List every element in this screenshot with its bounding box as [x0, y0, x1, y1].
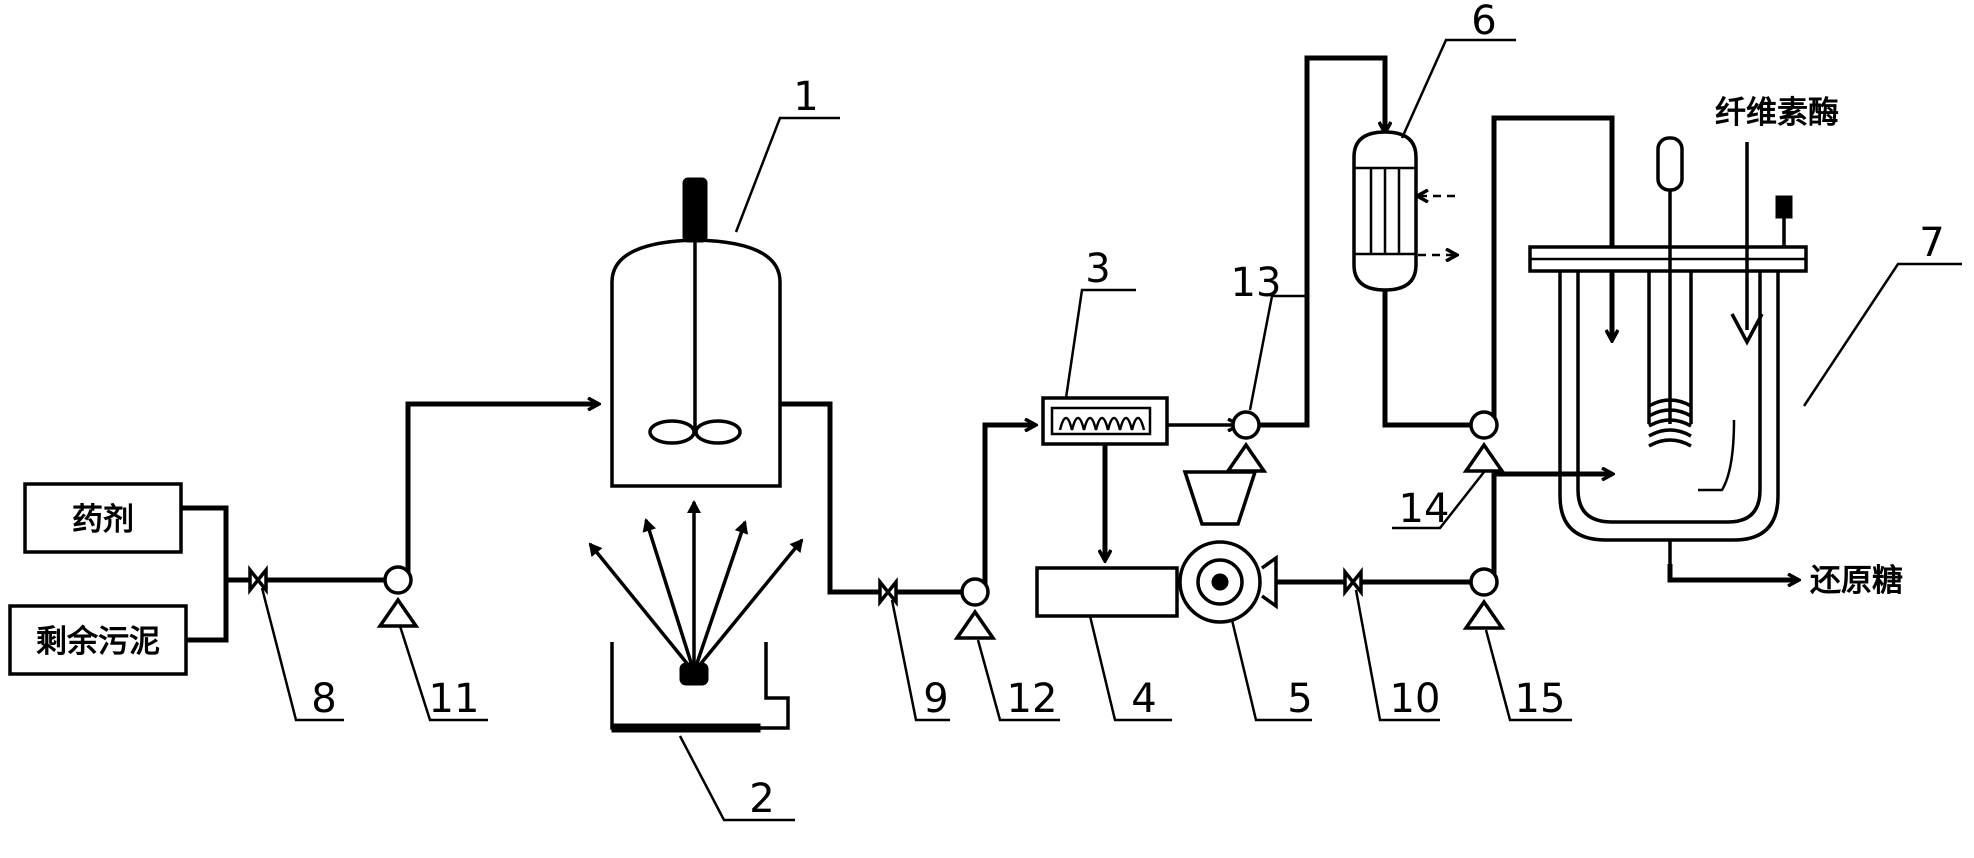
pipe-reactor7-outlet: [1667, 564, 1798, 580]
grinder-5: [1178, 470, 1278, 624]
sludge-box: 剩余污泥: [8, 604, 188, 676]
pipe-pump14-reactor7: [1491, 115, 1612, 417]
pump-13: [1224, 410, 1268, 473]
pipe-pump15-reactor7: [1491, 474, 1612, 574]
callout-5: 5: [1230, 619, 1313, 722]
svg-text:7: 7: [1919, 220, 1944, 266]
screw-separator-3: [1041, 396, 1169, 446]
valve-10: [1343, 567, 1363, 597]
pipe-condenser6-pump14: [1382, 290, 1474, 428]
callout-11: 11: [398, 625, 488, 722]
callout-10: 10: [1354, 589, 1441, 722]
svg-text:10: 10: [1390, 676, 1441, 722]
svg-text:6: 6: [1471, 0, 1496, 44]
callout-7: 7: [1802, 220, 1962, 407]
reactor-1: [610, 177, 782, 488]
reducing-sugar-label: 还原糖: [1810, 563, 1903, 599]
svg-text:1: 1: [793, 74, 818, 120]
svg-text:4: 4: [1131, 676, 1156, 722]
svg-text:11: 11: [429, 676, 480, 722]
reagent-box: 药剂: [23, 482, 183, 554]
svg-text:8: 8: [311, 676, 336, 722]
callout-4: 4: [1088, 615, 1172, 722]
callout-15: 15: [1484, 629, 1572, 722]
callout-1: 1: [734, 74, 840, 233]
valve-9: [878, 577, 898, 607]
input-merge-pipe: [181, 505, 250, 643]
sludge-label: 剩余污泥: [36, 624, 160, 660]
svg-text:5: 5: [1287, 676, 1312, 722]
cellulase-label: 纤维素酶: [1715, 95, 1839, 131]
valve-8: [248, 565, 268, 595]
condenser-6: [1352, 130, 1456, 292]
svg-text:15: 15: [1515, 676, 1566, 722]
callout-12: 12: [976, 639, 1060, 722]
svg-text:2: 2: [749, 776, 774, 822]
pipe-pump13-condenser6: [1259, 55, 1385, 428]
pipe-pump11-reactor1: [405, 404, 598, 572]
pump-12: [953, 577, 997, 640]
svg-text:14: 14: [1399, 486, 1450, 532]
enzymatic-reactor-7: [1528, 136, 1808, 564]
pump-15: [1462, 567, 1506, 630]
callout-3: 3: [1064, 246, 1136, 399]
callout-13: 13: [1231, 260, 1306, 411]
callout-2: 2: [678, 735, 795, 822]
pump-14: [1462, 410, 1506, 473]
callout-6: 6: [1400, 0, 1516, 139]
microwave-source-2: [588, 500, 804, 733]
pipe-reactor1-valve9: [780, 401, 880, 595]
callout-14: 14: [1392, 471, 1485, 532]
svg-text:9: 9: [923, 676, 948, 722]
tank-4: [1035, 566, 1179, 618]
pipe-pump12-separator3: [982, 425, 1035, 584]
svg-text:3: 3: [1085, 246, 1110, 292]
reagent-label: 药剂: [72, 502, 134, 538]
svg-text:13: 13: [1231, 260, 1282, 306]
callout-8: 8: [260, 587, 344, 722]
svg-text:12: 12: [1007, 676, 1058, 722]
callout-9: 9: [890, 599, 950, 722]
pump-11: [376, 565, 420, 628]
